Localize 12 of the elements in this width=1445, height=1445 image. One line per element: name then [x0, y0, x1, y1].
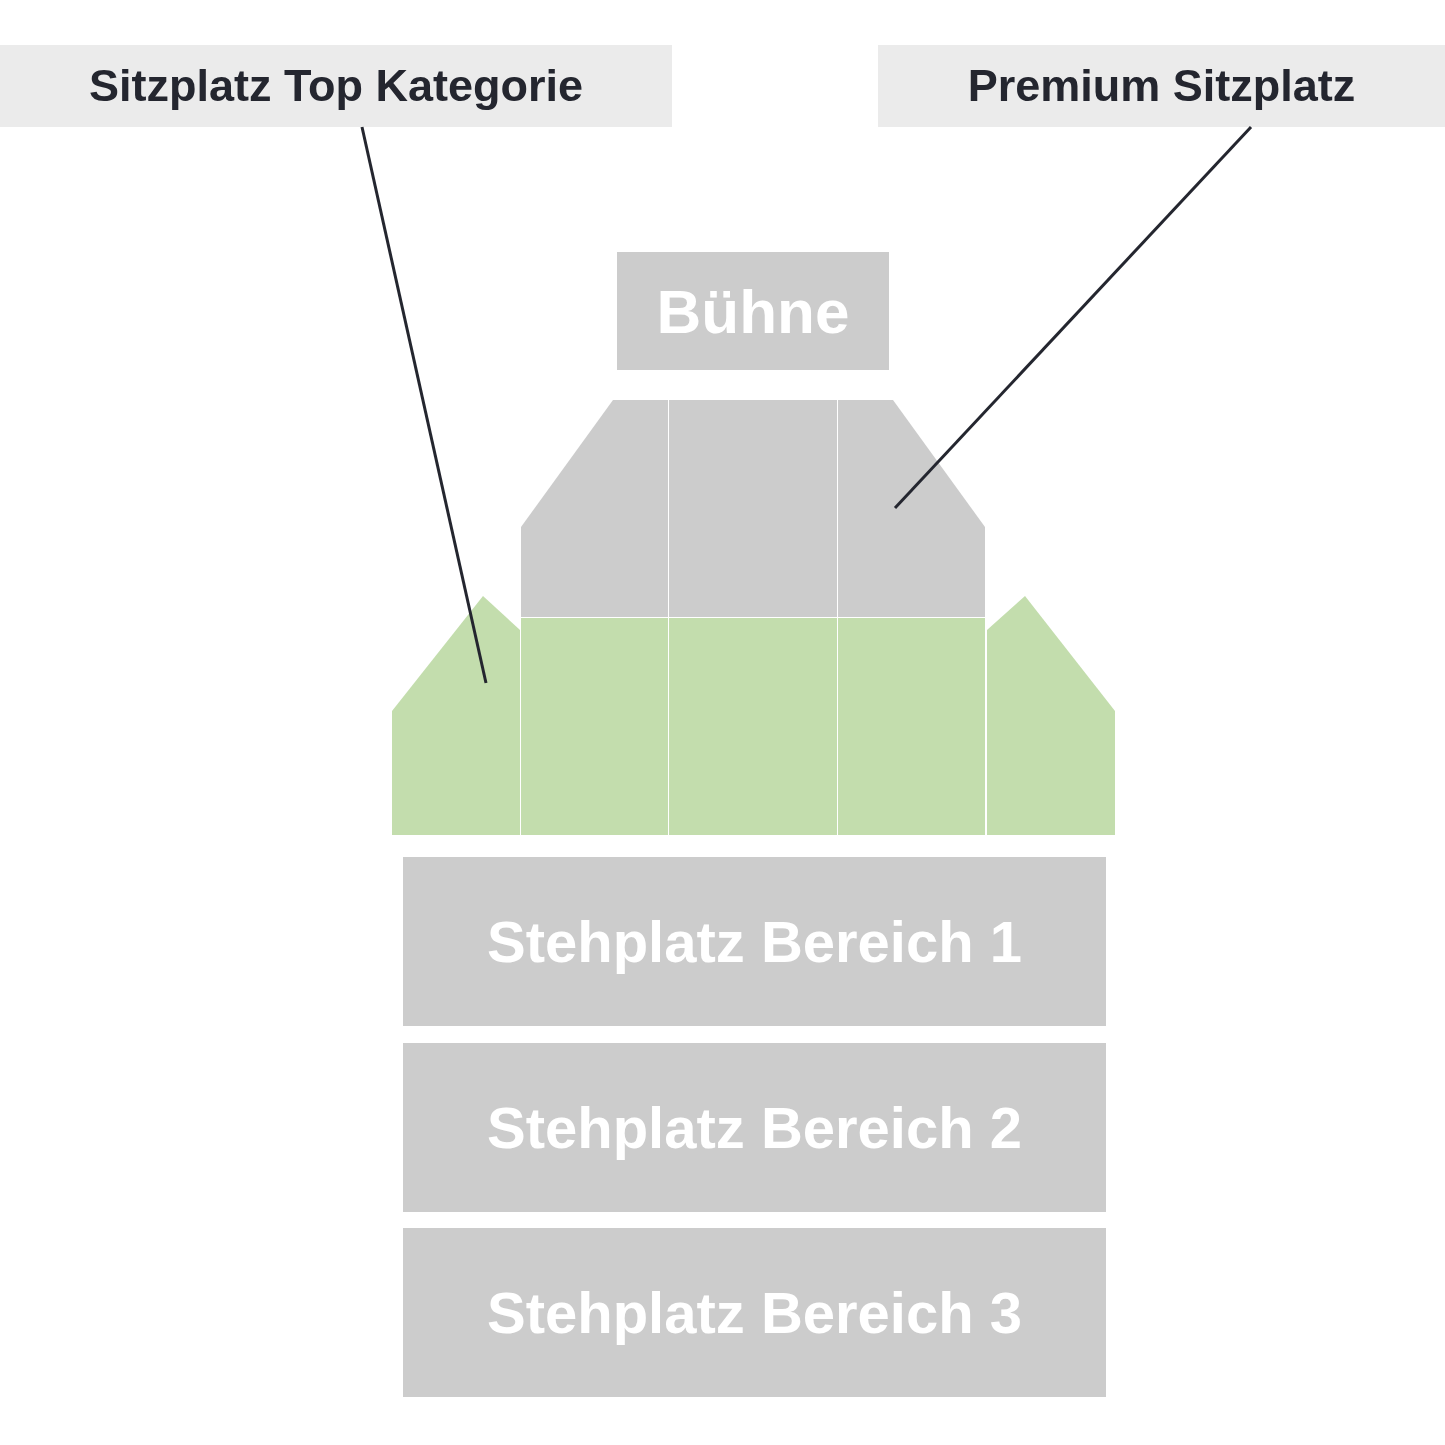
top-seating-section — [987, 596, 1115, 835]
top-seating-section — [521, 618, 668, 835]
callout-label: Premium Sitzplatz — [878, 45, 1445, 127]
premium-seating-section — [838, 400, 985, 617]
top-seating-section — [838, 618, 985, 835]
top-seating-section — [392, 596, 520, 835]
premium-seating-section — [521, 400, 668, 617]
premium-seating-section — [669, 400, 837, 617]
leader-line — [893, 125, 1253, 510]
top-seating-section — [669, 618, 837, 835]
callout-label: Sitzplatz Top Kategorie — [0, 45, 672, 127]
leader-line — [360, 126, 488, 684]
